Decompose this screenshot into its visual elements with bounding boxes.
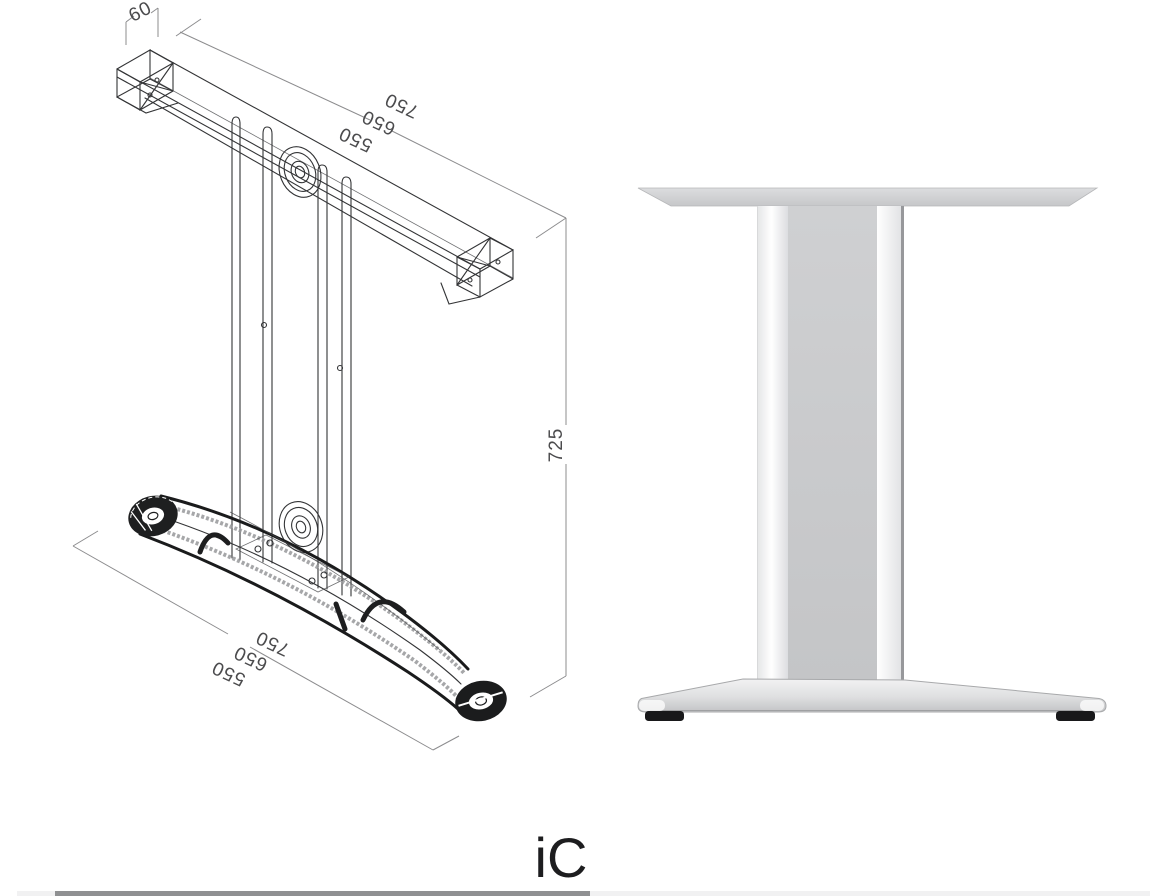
cable-port-boss-bottom (278, 501, 324, 553)
foot-clamp-right (360, 599, 407, 623)
wireframe-foot (128, 494, 507, 722)
render-glide-left (645, 711, 684, 721)
dimension-bottom-lengths: 750 650 550 (72, 530, 460, 751)
model-label: iC (535, 826, 588, 889)
foot-clamp-left (197, 532, 231, 555)
wireframe-top-beam (116, 49, 514, 305)
dim-label-cap-60: 60 (125, 0, 155, 27)
render-foot (637, 678, 1107, 721)
dimension-top-lengths: 750 650 550 (175, 18, 567, 239)
isometric-wireframe-view (116, 49, 514, 722)
front-render-view (637, 187, 1107, 721)
dimension-cap-width: 60 (125, 0, 159, 45)
horizontal-scrollbar-thumb[interactable] (55, 891, 590, 896)
render-glide-right (1056, 711, 1095, 721)
foot-glide-ring-right (455, 680, 507, 722)
dim-label-height-725: 725 (546, 428, 567, 463)
dimension-height: 725 (529, 218, 567, 698)
render-top-beam (637, 187, 1099, 207)
wireframe-column (231, 116, 352, 597)
cable-port-boss-top (278, 146, 322, 198)
render-column (757, 206, 904, 680)
beam-end-cap-right (440, 237, 514, 305)
beam-end-cap-left (116, 49, 179, 114)
foot-glide-ring-left (128, 495, 178, 537)
